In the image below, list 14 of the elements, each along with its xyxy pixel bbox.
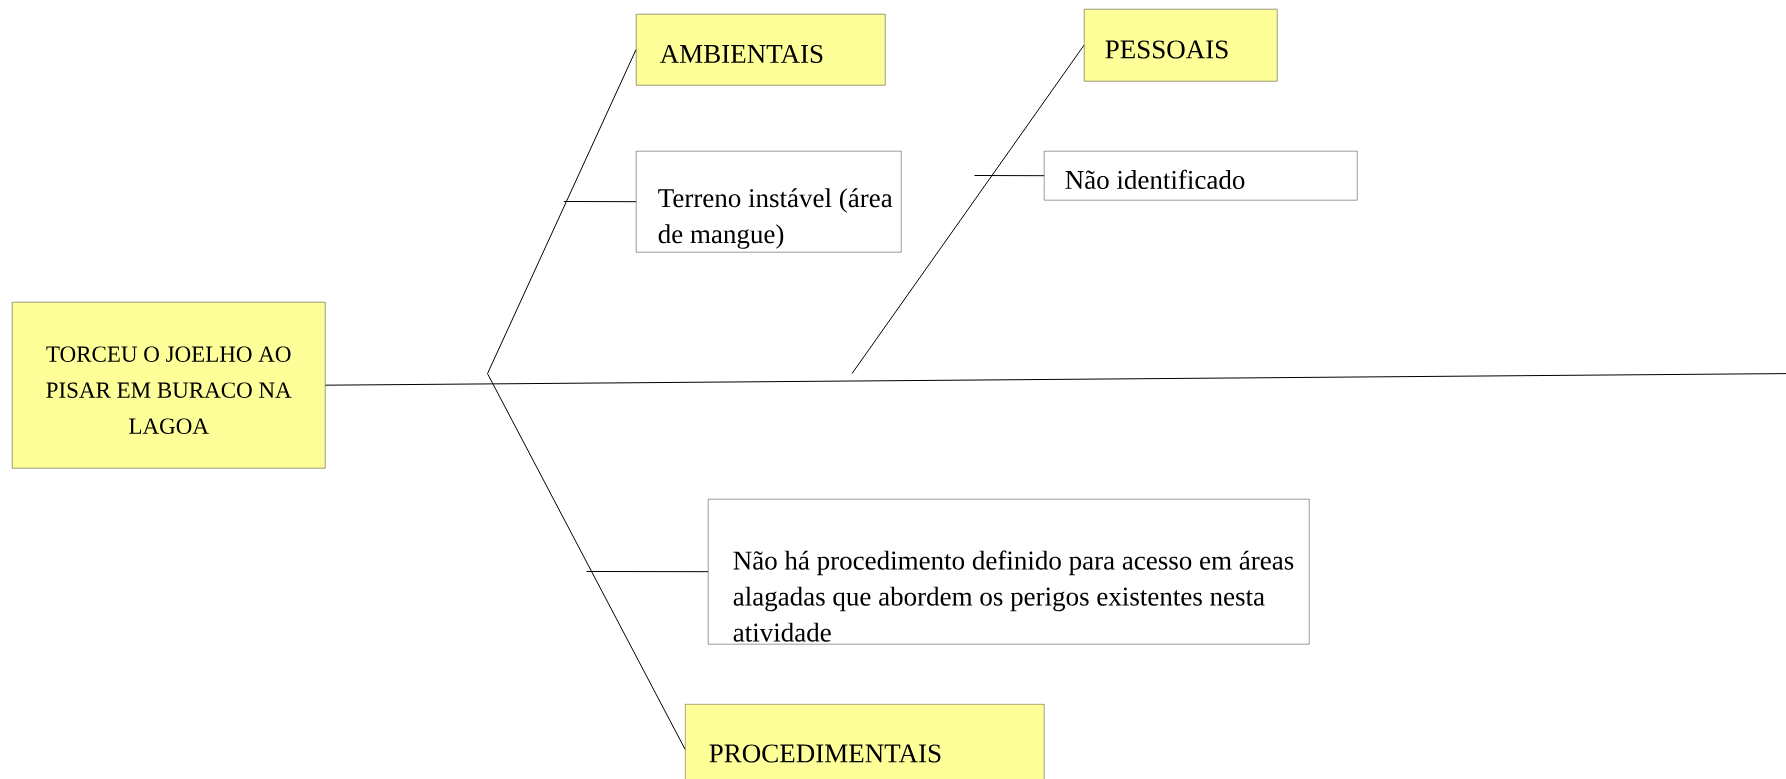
bone-line [487,49,637,375]
effect-box: TORCEU O JOELHO AO PISAR EM BURACO NA LAGOA [12,302,326,469]
category-box: PESSOAIS [1084,9,1278,82]
cause-box: Terreno instável (área de mangue) [636,151,902,253]
cause-box: Não há procedimento definido para acesso em áreas alagadas que abordem os perigos existentes nesta atividade [708,499,1310,645]
bone-line [563,201,637,203]
category-box: PROCEDIMENTAIS [685,704,1045,779]
bone-line [586,571,709,573]
spine-line [324,373,1786,386]
cause-box: Não identificado [1044,151,1358,201]
bone-line [487,373,686,750]
bone-line [851,44,1085,375]
bone-line [974,175,1045,177]
category-box: AMBIENTAIS [636,14,886,86]
